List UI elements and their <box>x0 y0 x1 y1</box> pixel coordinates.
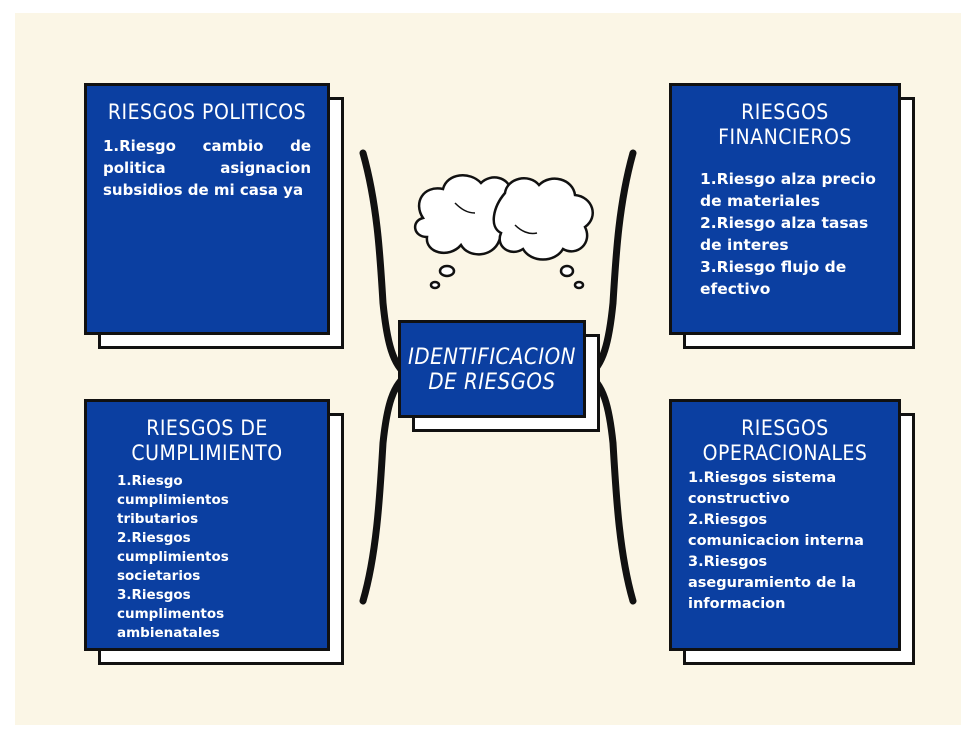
card-body: 1.Riesgos sistema constructivo 2.Riesgos… <box>688 470 864 612</box>
card-body: 1.Riesgo alza precio de materiales 2.Rie… <box>700 170 876 298</box>
center-node: IDENTIFICACION DE RIESGOS <box>398 320 600 432</box>
card-title: RIESGOS FINANCIEROS <box>718 100 852 149</box>
card-title: RIESGOS DE CUMPLIMIENTO <box>131 416 283 465</box>
connector-brackets <box>359 149 637 605</box>
card-riesgos-operacionales: RIESGOS OPERACIONALES 1.Riesgos sistema … <box>669 399 915 665</box>
card-riesgos-cumplimiento: RIESGOS DE CUMPLIMIENTO 1.Riesgo cumplim… <box>84 399 344 665</box>
card-title: RIESGOS POLITICOS <box>107 100 307 124</box>
diagram-canvas: RIESGOS POLITICOS 1.Riesgo cambio de pol… <box>15 13 961 725</box>
card-face: RIESGOS POLITICOS 1.Riesgo cambio de pol… <box>84 83 330 335</box>
card-face: RIESGOS OPERACIONALES 1.Riesgos sistema … <box>669 399 901 651</box>
thought-cloud-icon <box>414 174 594 290</box>
card-face: RIESGOS DE CUMPLIMIENTO 1.Riesgo cumplim… <box>84 399 330 651</box>
card-riesgos-financieros: RIESGOS FINANCIEROS 1.Riesgo alza precio… <box>669 83 915 349</box>
center-title: IDENTIFICACION DE RIESGOS <box>408 345 576 395</box>
card-body: 1.Riesgo cumplimientos tributarios 2.Rie… <box>117 473 229 641</box>
card-riesgos-politicos: RIESGOS POLITICOS 1.Riesgo cambio de pol… <box>84 83 344 349</box>
card-title: RIESGOS OPERACIONALES <box>702 416 868 465</box>
card-face: RIESGOS FINANCIEROS 1.Riesgo alza precio… <box>669 83 901 335</box>
card-face: IDENTIFICACION DE RIESGOS <box>398 320 586 418</box>
card-body: 1.Riesgo cambio de politica asignacion s… <box>103 137 311 199</box>
